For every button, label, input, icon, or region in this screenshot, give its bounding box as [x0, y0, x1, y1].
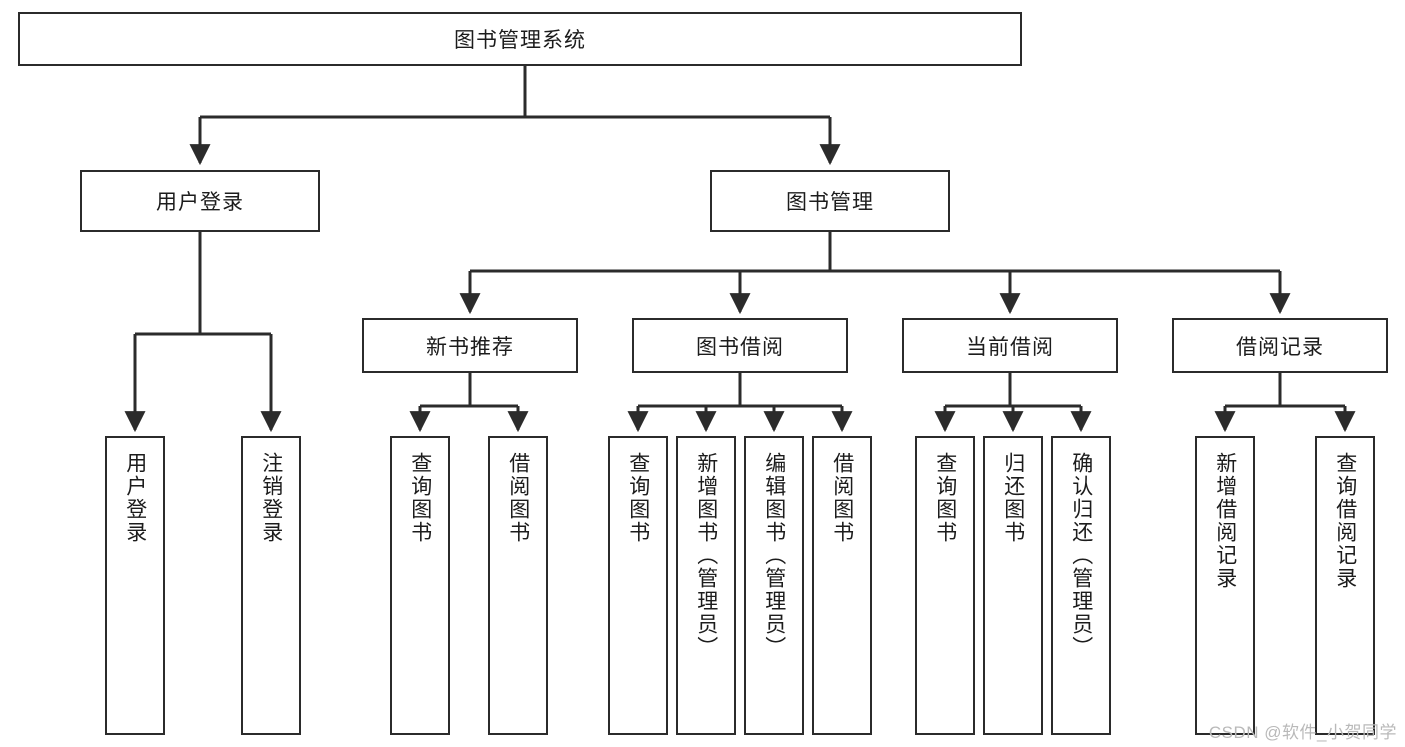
node-root[interactable]: 图书管理系统 — [18, 12, 1022, 66]
leaf-newbook-query-label: 查询图书 — [408, 452, 432, 544]
node-current-borrow[interactable]: 当前借阅 — [902, 318, 1118, 373]
leaf-user-login-label: 用户登录 — [123, 452, 147, 544]
node-new-book-recommend[interactable]: 新书推荐 — [362, 318, 578, 373]
leaf-current-confirm-return-label: 确认归还（管理员） — [1069, 452, 1093, 659]
leaf-record-query-label: 查询借阅记录 — [1333, 452, 1357, 590]
leaf-current-query[interactable]: 查询图书 — [915, 436, 975, 735]
node-book-borrow[interactable]: 图书借阅 — [632, 318, 848, 373]
leaf-borrow-query[interactable]: 查询图书 — [608, 436, 668, 735]
leaf-newbook-borrow-label: 借阅图书 — [506, 452, 530, 544]
node-root-label: 图书管理系统 — [454, 29, 586, 52]
leaf-user-login[interactable]: 用户登录 — [105, 436, 165, 735]
node-book-management-label: 图书管理 — [786, 191, 874, 214]
leaf-borrow-book[interactable]: 借阅图书 — [812, 436, 872, 735]
node-borrow-record-label: 借阅记录 — [1236, 335, 1324, 359]
leaf-record-add[interactable]: 新增借阅记录 — [1195, 436, 1255, 735]
leaf-borrow-edit-book-label: 编辑图书（管理员） — [762, 452, 786, 659]
leaf-user-logout[interactable]: 注销登录 — [241, 436, 301, 735]
node-current-borrow-label: 当前借阅 — [966, 335, 1054, 359]
leaf-current-return[interactable]: 归还图书 — [983, 436, 1043, 735]
leaf-current-confirm-return[interactable]: 确认归还（管理员） — [1051, 436, 1111, 735]
leaf-current-query-label: 查询图书 — [933, 452, 957, 544]
node-user-login-label: 用户登录 — [156, 191, 244, 214]
node-book-management[interactable]: 图书管理 — [710, 170, 950, 232]
leaf-borrow-query-label: 查询图书 — [626, 452, 650, 544]
leaf-borrow-book-label: 借阅图书 — [830, 452, 854, 544]
leaf-record-query[interactable]: 查询借阅记录 — [1315, 436, 1375, 735]
leaf-borrow-add-book[interactable]: 新增图书（管理员） — [676, 436, 736, 735]
node-book-borrow-label: 图书借阅 — [696, 335, 784, 359]
watermark: CSDN @软件_小贺同学 — [1208, 723, 1397, 742]
leaf-newbook-query[interactable]: 查询图书 — [390, 436, 450, 735]
leaf-current-return-label: 归还图书 — [1001, 452, 1025, 544]
leaf-borrow-add-book-label: 新增图书（管理员） — [694, 452, 718, 659]
node-borrow-record[interactable]: 借阅记录 — [1172, 318, 1388, 373]
leaf-record-add-label: 新增借阅记录 — [1213, 452, 1237, 590]
node-user-login[interactable]: 用户登录 — [80, 170, 320, 232]
node-new-book-recommend-label: 新书推荐 — [426, 335, 514, 359]
leaf-newbook-borrow[interactable]: 借阅图书 — [488, 436, 548, 735]
leaf-borrow-edit-book[interactable]: 编辑图书（管理员） — [744, 436, 804, 735]
leaf-user-logout-label: 注销登录 — [259, 452, 283, 544]
